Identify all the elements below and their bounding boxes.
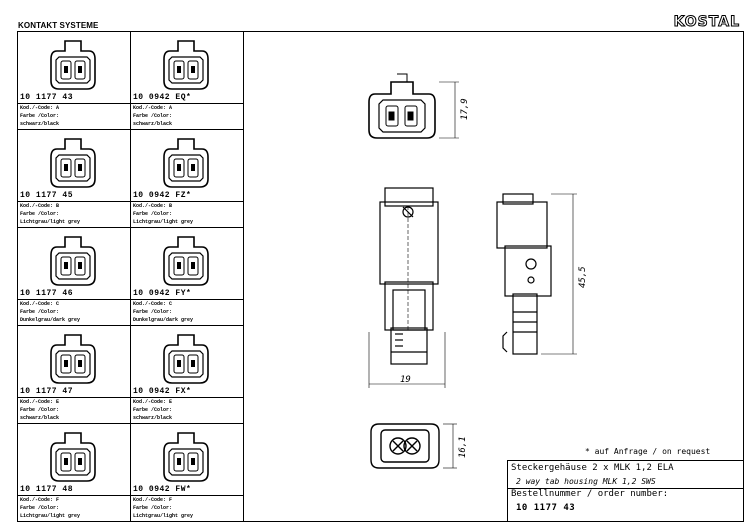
part-cell: 10 1177 43 Kod./-Code: A Farbe /Color: schw… [17,31,130,129]
part-color-label: Farbe /Color: [20,211,60,217]
part-cell: 10 0942 EQ* Kod./-Code: A Farbe /Color: sch… [130,31,243,129]
part-color-label: Farbe /Color: [20,113,60,119]
part-code: Kod./-Code: B [133,203,173,209]
part-color-label: Farbe /Color: [133,407,173,413]
dim-bottom-height-label: 16,1 [458,436,468,458]
dimension-width [368,332,446,388]
part-underline [17,299,130,300]
connector-front-icon [156,35,216,93]
part-underline [130,495,243,496]
part-color: schwarz/black [20,121,60,127]
part-code: Kod./-Code: E [133,399,173,405]
part-number: 10 0942 FW* [133,485,192,494]
row-divider [17,227,244,228]
order-number-label: Bestellnummer / order number: [511,489,669,499]
connector-front-icon [43,133,103,191]
part-cell: 10 0942 FW* Kod./-Code: F Farbe /Color: Lic… [130,423,243,521]
part-color: Dunkelgrau/dark grey [133,317,194,323]
part-underline [130,201,243,202]
part-underline [17,103,130,104]
part-number: 10 1177 47 [20,387,74,396]
part-color: schwarz/black [20,415,60,421]
part-color: Lichtgrau/light grey [133,219,194,225]
drawing-frame [17,31,744,522]
part-color: Lichtgrau/light grey [133,513,194,519]
row-divider [17,129,244,130]
dim-length-label: 45,5 [578,266,588,288]
part-cell: 10 1177 46 Kod./-Code: C Farbe /Color: Dunk… [17,227,130,325]
part-color: Lichtgrau/light grey [20,513,81,519]
connector-front-icon [156,329,216,387]
on-request-note: * auf Anfrage / on request [585,447,711,456]
part-color: Dunkelgrau/dark grey [20,317,81,323]
dimension-length [541,193,577,355]
part-number: 10 0942 FY* [133,289,192,298]
connector-front-icon [43,329,103,387]
part-color-label: Farbe /Color: [133,505,173,511]
part-underline [17,397,130,398]
part-number: 10 1177 48 [20,485,74,494]
part-color: schwarz/black [133,121,173,127]
order-number-value: 10 1177 43 [516,503,576,513]
part-code: Kod./-Code: F [133,497,173,503]
connector-front-icon [156,427,216,485]
dim-width-label: 19 [400,375,411,385]
part-cell: 10 0942 FX* Kod./-Code: E Farbe /Color: sch… [130,325,243,423]
parts-grid [17,31,244,522]
part-color-label: Farbe /Color: [20,407,60,413]
bottom-view [370,423,440,469]
part-cell: 10 0942 FZ* Kod./-Code: B Farbe /Color: Lic… [130,129,243,227]
part-code: Kod./-Code: F [20,497,60,503]
part-code: Kod./-Code: E [20,399,60,405]
header-company-label: KONTAKT SYSTEME [18,21,99,30]
part-cell: 10 1177 48 Kod./-Code: F Farbe /Color: Lich… [17,423,130,521]
connector-front-icon [43,231,103,289]
dimension-bottom-height [443,423,457,469]
part-number: 10 0942 EQ* [133,93,192,102]
connector-front-icon [156,133,216,191]
title-english: 2 way tab housing MLK 1,2 SWS [516,477,656,486]
title-block-divider [508,488,744,489]
part-number: 10 0942 FX* [133,387,192,396]
brand-logo: KOSTAL [673,14,740,31]
top-view [368,73,436,139]
connector-front-icon [43,35,103,93]
part-code: Kod./-Code: A [20,105,60,111]
part-color-label: Farbe /Color: [133,113,173,119]
part-color-label: Farbe /Color: [20,505,60,511]
part-underline [130,103,243,104]
connector-front-icon [43,427,103,485]
part-underline [130,299,243,300]
row-divider [17,325,244,326]
part-underline [130,397,243,398]
technical-drawing: 17,9 45,5 19 16,1 [368,73,588,469]
part-cell: 10 1177 45 Kod./-Code: B Farbe /Color: Lich… [17,129,130,227]
side-view [496,193,552,355]
part-color: schwarz/black [133,415,173,421]
title-german: Steckergehäuse 2 x MLK 1,2 ELA [511,463,674,473]
part-code: Kod./-Code: A [133,105,173,111]
part-cell: 10 1177 47 Kod./-Code: E Farbe /Color: schw… [17,325,130,423]
dimension-top-height [439,81,459,139]
part-number: 10 1177 45 [20,191,74,200]
part-code: Kod./-Code: B [20,203,60,209]
title-block: Steckergehäuse 2 x MLK 1,2 ELA 2 way tab… [507,460,744,522]
part-code: Kod./-Code: C [133,301,173,307]
part-code: Kod./-Code: C [20,301,60,307]
part-underline [17,201,130,202]
part-color-label: Farbe /Color: [133,211,173,217]
row-divider [17,423,244,424]
grid-divider [130,31,131,522]
dim-top-height-label: 17,9 [460,98,470,120]
part-color-label: Farbe /Color: [133,309,173,315]
front-view [379,187,439,365]
connector-front-icon [156,231,216,289]
part-number: 10 1177 46 [20,289,74,298]
part-underline [17,495,130,496]
part-number: 10 0942 FZ* [133,191,192,200]
part-color: Lichtgrau/light grey [20,219,81,225]
part-cell: 10 0942 FY* Kod./-Code: C Farbe /Color: Dun… [130,227,243,325]
part-color-label: Farbe /Color: [20,309,60,315]
part-number: 10 1177 43 [20,93,74,102]
